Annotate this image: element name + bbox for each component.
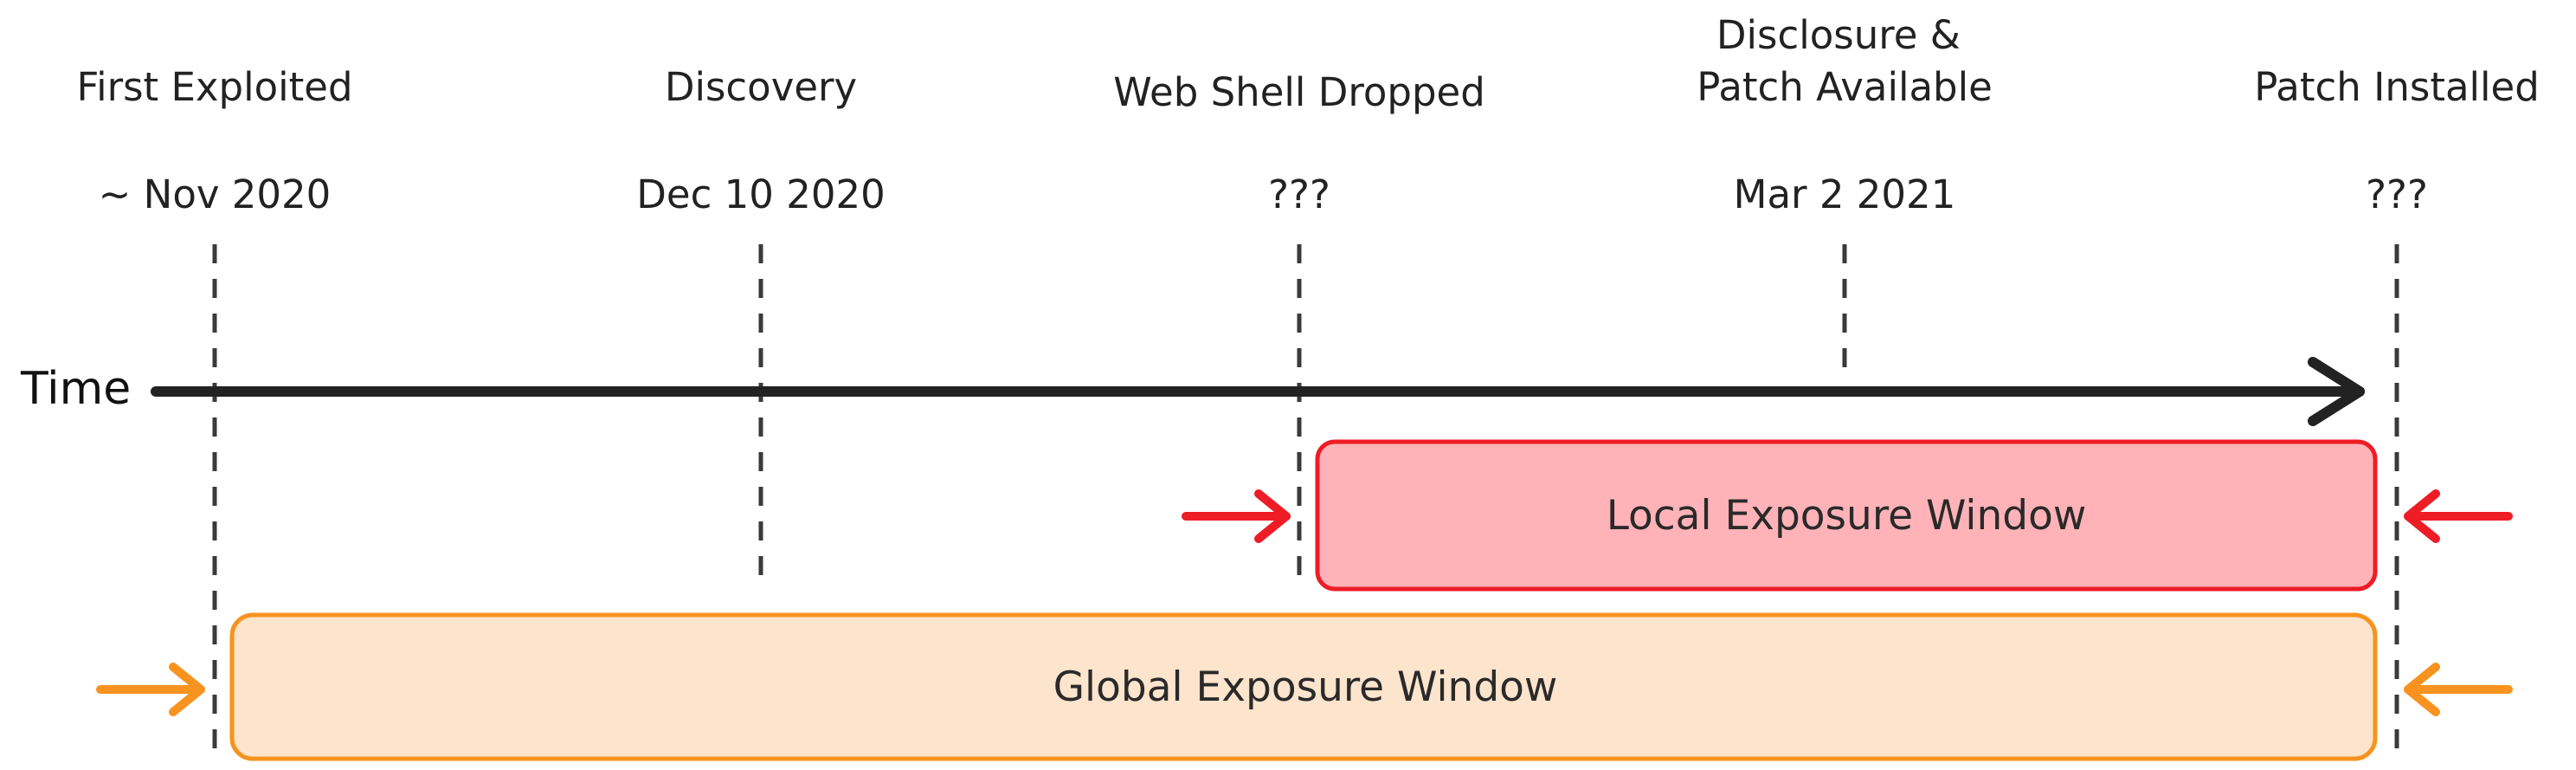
event-date-discovery: Dec 10 2020 xyxy=(636,171,885,217)
local-exposure-window-box xyxy=(1315,439,2378,592)
local-right-arrow-icon xyxy=(2404,489,2513,543)
event-label-patch-installed: Patch Installed xyxy=(2254,64,2540,110)
time-axis-arrowhead-icon xyxy=(2308,357,2365,426)
event-label-web-shell-dropped: Web Shell Dropped xyxy=(1113,69,1485,115)
global-exposure-window-label: Global Exposure Window xyxy=(1053,663,1558,711)
global-exposure-window-box xyxy=(229,612,2378,761)
local-exposure-window-label: Local Exposure Window xyxy=(1607,492,2087,540)
event-label-first-exploited: First Exploited xyxy=(76,64,352,110)
event-date-disclosure-patch: Mar 2 2021 xyxy=(1734,171,1956,217)
global-left-arrow-icon xyxy=(96,663,205,716)
event-label-discovery: Discovery xyxy=(665,64,857,110)
time-axis-label: Time xyxy=(20,363,131,415)
event-date-patch-installed: ??? xyxy=(2366,171,2428,217)
event-date-first-exploited: ~ Nov 2020 xyxy=(99,171,332,217)
event-label-disclosure-patch: Disclosure & Patch Available xyxy=(1697,12,1993,110)
global-right-arrow-icon xyxy=(2404,663,2513,716)
local-left-arrow-icon xyxy=(1182,489,1291,543)
event-date-web-shell-dropped: ??? xyxy=(1268,171,1330,217)
